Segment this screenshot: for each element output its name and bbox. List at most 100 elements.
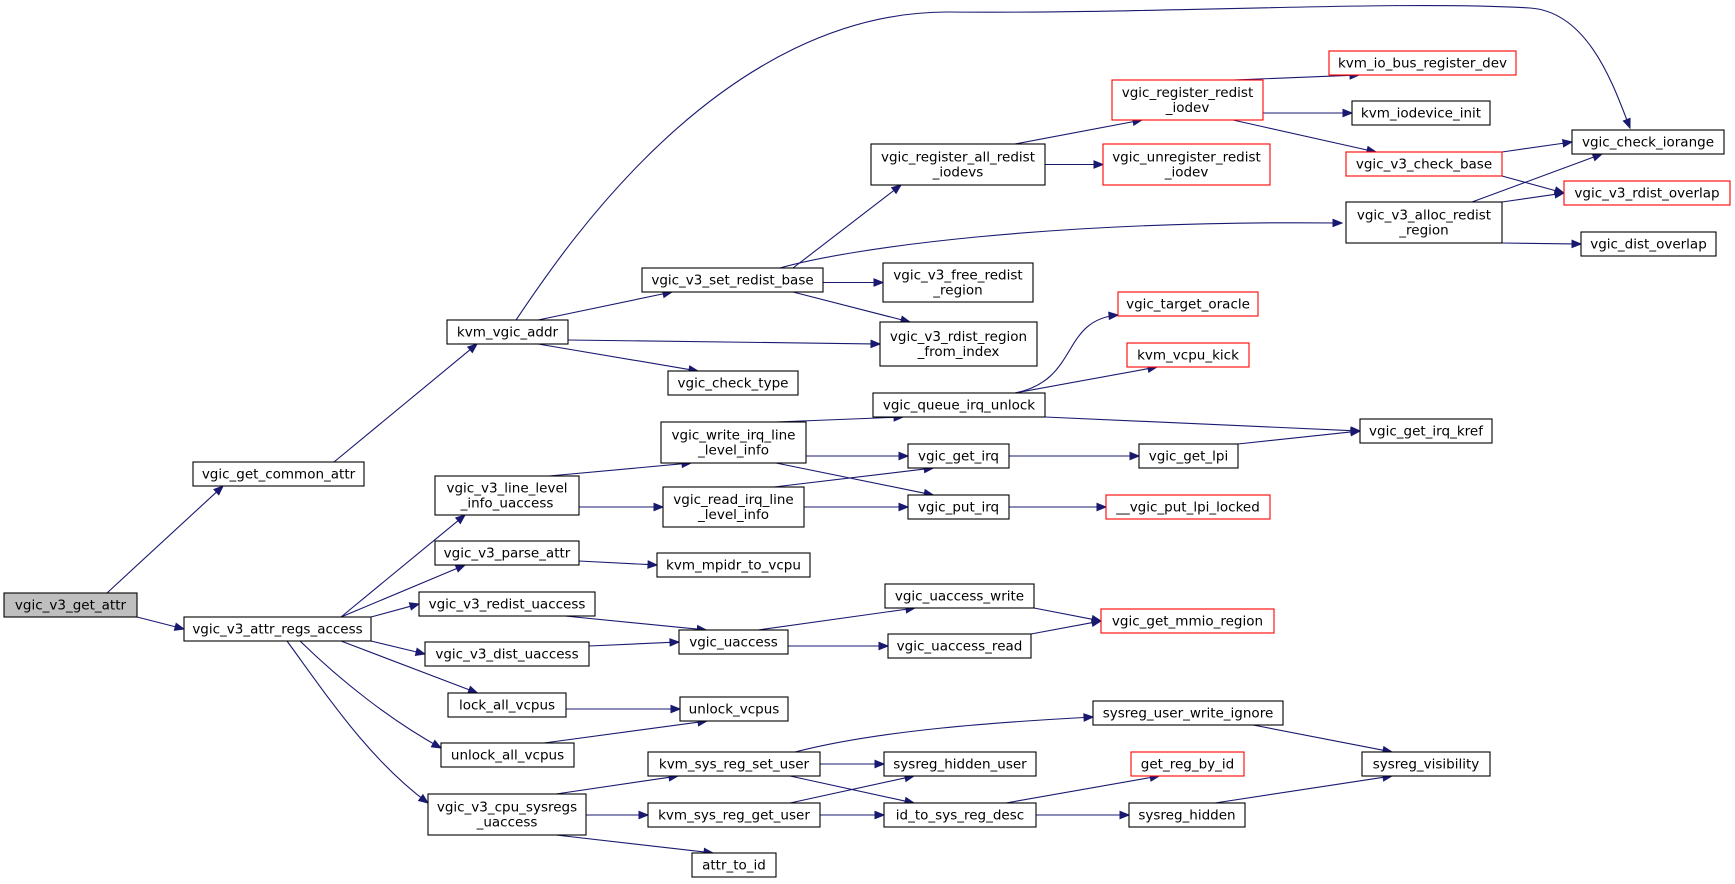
node-label: __vgic_put_lpi_locked: [1115, 500, 1260, 516]
edge-vgic_read_irq_line_level_info-to-vgic_put_irq: [804, 502, 910, 512]
node-box: [418, 591, 596, 617]
node-box: [1138, 443, 1239, 469]
node-vgic_check_iorange[interactable]: vgic_check_iorange: [1571, 129, 1725, 155]
node-box: [424, 641, 590, 667]
node-label: vgic_write_irq_line: [672, 428, 796, 444]
node-vgic_v3_check_base[interactable]: vgic_v3_check_base: [1345, 151, 1503, 177]
node-label: _level_info: [697, 443, 769, 459]
node-label: kvm_sys_reg_set_user: [659, 757, 810, 773]
node-id_to_sys_reg_desc[interactable]: id_to_sys_reg_desc: [883, 802, 1037, 828]
node-__vgic_put_lpi_locked[interactable]: __vgic_put_lpi_locked: [1105, 494, 1271, 520]
node-sysreg_user_write_ignore[interactable]: sysreg_user_write_ignore: [1092, 700, 1284, 726]
node-kvm_mpidr_to_vcpu[interactable]: kvm_mpidr_to_vcpu: [656, 552, 811, 578]
node-kvm_sys_reg_set_user[interactable]: kvm_sys_reg_set_user: [647, 751, 821, 777]
node-vgic_v3_get_attr[interactable]: vgic_v3_get_attr: [3, 592, 138, 618]
node-attr_to_id[interactable]: attr_to_id: [691, 852, 777, 878]
node-vgic_get_common_attr[interactable]: vgic_get_common_attr: [192, 461, 365, 487]
node-box: [1111, 79, 1264, 121]
node-vgic_v3_rdist_overlap[interactable]: vgic_v3_rdist_overlap: [1563, 180, 1731, 206]
node-get_reg_by_id[interactable]: get_reg_by_id: [1130, 751, 1245, 777]
node-label: vgic_v3_dist_uaccess: [435, 647, 578, 663]
node-vgic_v3_free_redist_region[interactable]: vgic_v3_free_redist_region: [882, 262, 1034, 303]
node-box: [427, 793, 587, 836]
node-label: vgic_check_iorange: [1582, 135, 1714, 151]
node-label: sysreg_hidden: [1138, 808, 1235, 824]
node-kvm_io_bus_register_dev[interactable]: kvm_io_bus_register_dev: [1328, 50, 1517, 76]
node-box: [1100, 608, 1275, 634]
node-vgic_put_irq[interactable]: vgic_put_irq: [907, 494, 1010, 520]
node-vgic_uaccess[interactable]: vgic_uaccess: [678, 629, 789, 655]
node-sysreg_hidden[interactable]: sysreg_hidden: [1128, 802, 1246, 828]
node-label: _region: [932, 283, 982, 299]
node-sysreg_visibility[interactable]: sysreg_visibility: [1361, 751, 1491, 777]
node-vgic_v3_rdist_region_from_index[interactable]: vgic_v3_rdist_region_from_index: [879, 321, 1038, 367]
node-label: vgic_read_irq_line: [673, 492, 793, 508]
edge-kvm_sys_reg_set_user-to-sysreg_hidden_user: [820, 759, 886, 769]
edge-vgic_v3_attr_regs_access-to-vgic_v3_line_level_info_uaccess: [340, 514, 467, 618]
node-unlock_all_vcpus[interactable]: unlock_all_vcpus: [440, 742, 575, 768]
node-vgic_uaccess_write[interactable]: vgic_uaccess_write: [884, 583, 1035, 609]
edge-vgic_put_irq-to-__vgic_put_lpi_locked: [1009, 502, 1108, 512]
edge-lock_all_vcpus-to-unlock_vcpus: [566, 704, 682, 714]
edge-vgic_v3_attr_regs_access-to-vgic_v3_redist_uaccess: [370, 602, 421, 618]
node-vgic_v3_redist_uaccess[interactable]: vgic_v3_redist_uaccess: [418, 591, 596, 617]
node-vgic_get_irq_kref[interactable]: vgic_get_irq_kref: [1359, 418, 1493, 444]
node-box: [691, 852, 777, 878]
nodes-layer: vgic_v3_get_attrvgic_get_common_attrvgic…: [3, 50, 1731, 878]
node-sysreg_hidden_user[interactable]: sysreg_hidden_user: [883, 751, 1037, 777]
edge-vgic_v3_attr_regs_access-to-unlock_all_vcpus: [299, 640, 443, 749]
node-vgic_read_irq_line_level_info[interactable]: vgic_read_irq_line_level_info: [662, 486, 805, 528]
node-vgic_register_redist_iodev[interactable]: vgic_register_redist_iodev: [1111, 79, 1264, 121]
edge-vgic_v3_cpu_sysregs_uaccess-to-kvm_sys_reg_set_user: [555, 773, 680, 795]
node-vgic_v3_alloc_redist_region[interactable]: vgic_v3_alloc_redist_region: [1345, 201, 1503, 244]
node-box: [656, 552, 811, 578]
node-box: [883, 751, 1037, 777]
node-kvm_vcpu_kick[interactable]: kvm_vcpu_kick: [1126, 342, 1250, 368]
node-box: [447, 692, 567, 718]
edge-vgic_v3_alloc_redist_region-to-vgic_v3_rdist_overlap: [1501, 190, 1566, 203]
edge-kvm_vgic_addr-to-vgic_check_type: [537, 343, 700, 374]
node-vgic_uaccess_read[interactable]: vgic_uaccess_read: [887, 633, 1032, 659]
node-label: vgic_queue_irq_unlock: [883, 398, 1035, 414]
node-box: [907, 443, 1010, 469]
node-vgic_v3_dist_uaccess[interactable]: vgic_v3_dist_uaccess: [424, 641, 590, 667]
node-vgic_target_oracle[interactable]: vgic_target_oracle: [1117, 291, 1259, 317]
node-label: vgic_get_irq: [918, 449, 999, 465]
edge-vgic_get_lpi-to-vgic_get_irq_kref: [1237, 427, 1362, 445]
node-vgic_check_type[interactable]: vgic_check_type: [667, 370, 799, 396]
node-vgic_get_mmio_region[interactable]: vgic_get_mmio_region: [1100, 608, 1275, 634]
node-vgic_v3_line_level_info_uaccess[interactable]: vgic_v3_line_level_info_uaccess: [434, 475, 580, 516]
node-box: [641, 267, 824, 293]
node-kvm_vgic_addr[interactable]: kvm_vgic_addr: [446, 319, 569, 345]
node-vgic_get_irq[interactable]: vgic_get_irq: [907, 443, 1010, 469]
edge-vgic_read_irq_line_level_info-to-vgic_get_irq: [773, 464, 935, 488]
node-vgic_dist_overlap[interactable]: vgic_dist_overlap: [1580, 231, 1717, 257]
edge-vgic_v3_line_level_info_uaccess-to-vgic_read_irq_line_level_info: [579, 502, 665, 512]
edge-vgic_uaccess-to-vgic_uaccess_write: [757, 605, 917, 631]
node-vgic_unregister_redist_iodev[interactable]: vgic_unregister_redist_iodev: [1102, 143, 1271, 186]
node-vgic_register_all_redist_iodevs[interactable]: vgic_register_all_redist_iodevs: [870, 143, 1046, 186]
node-box: [1361, 751, 1491, 777]
node-box: [679, 696, 789, 722]
node-vgic_queue_irq_unlock[interactable]: vgic_queue_irq_unlock: [872, 392, 1046, 418]
node-box: [678, 629, 789, 655]
node-kvm_sys_reg_get_user[interactable]: kvm_sys_reg_get_user: [647, 802, 821, 828]
node-vgic_v3_cpu_sysregs_uaccess[interactable]: vgic_v3_cpu_sysregs_uaccess: [427, 793, 587, 836]
node-label: vgic_get_mmio_region: [1112, 614, 1263, 630]
node-vgic_v3_set_redist_base[interactable]: vgic_v3_set_redist_base: [641, 267, 824, 293]
edge-vgic_register_all_redist_iodevs-to-vgic_register_redist_iodev: [1014, 117, 1144, 145]
node-unlock_vcpus[interactable]: unlock_vcpus: [679, 696, 789, 722]
node-label: vgic_unregister_redist: [1112, 150, 1261, 166]
node-box: [1351, 100, 1491, 126]
node-label: vgic_put_irq: [918, 500, 999, 516]
edge-id_to_sys_reg_desc-to-sysreg_hidden: [1036, 810, 1131, 820]
edge-vgic_v3_attr_regs_access-to-vgic_v3_dist_uaccess: [370, 640, 427, 656]
node-vgic_v3_attr_regs_access[interactable]: vgic_v3_attr_regs_access: [183, 616, 372, 642]
node-vgic_v3_parse_attr[interactable]: vgic_v3_parse_attr: [434, 540, 580, 566]
node-lock_all_vcpus[interactable]: lock_all_vcpus: [447, 692, 567, 718]
node-kvm_iodevice_init[interactable]: kvm_iodevice_init: [1351, 100, 1491, 126]
node-box: [667, 370, 799, 396]
node-vgic_get_lpi[interactable]: vgic_get_lpi: [1138, 443, 1239, 469]
edge-vgic_v3_get_attr-to-vgic_v3_attr_regs_access: [136, 616, 186, 631]
node-vgic_write_irq_line_level_info[interactable]: vgic_write_irq_line_level_info: [660, 421, 807, 464]
